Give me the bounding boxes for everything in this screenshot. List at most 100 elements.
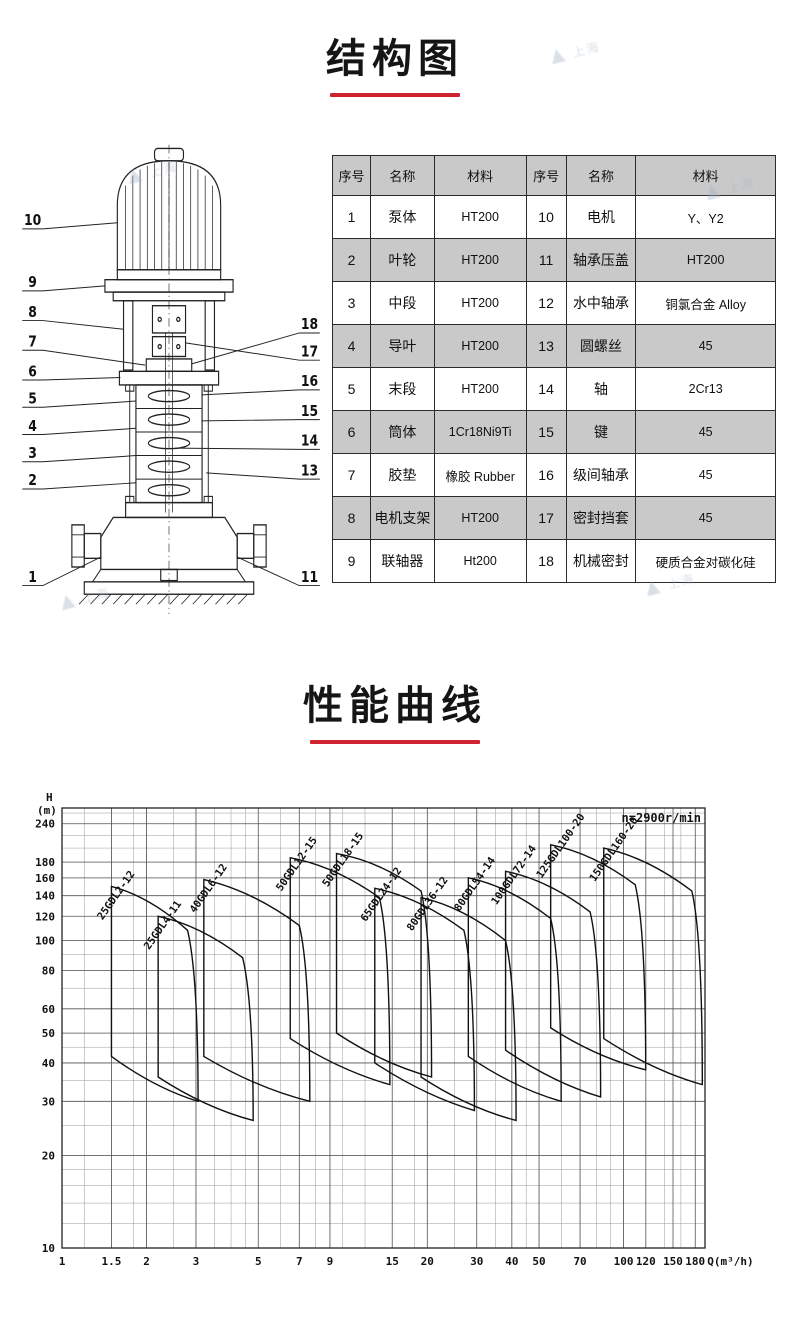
performance-title: 性能曲线 [303, 684, 487, 728]
callout-number: 13 [301, 462, 318, 479]
part-name-cell: 圆螺丝 [565, 324, 637, 368]
pump-curve-label: 100GDL72-14 [489, 843, 539, 907]
part-no-cell: 17 [525, 496, 567, 540]
y-axis-title: H [46, 791, 53, 804]
part-material-cell: HT200 [433, 367, 527, 411]
part-material-cell: 1Cr18Ni9Ti [433, 410, 527, 454]
callout-leader [237, 556, 320, 587]
callout-number: 11 [301, 569, 318, 586]
callout-leader [22, 285, 105, 292]
parts-table-header-cell: 材料 [433, 155, 527, 196]
part-no-cell: 13 [525, 324, 567, 368]
callout-number: 6 [28, 363, 37, 380]
callout-number: 5 [28, 390, 37, 407]
part-name-cell: 轴承压盖 [565, 238, 637, 282]
callout-leader [22, 349, 146, 366]
callout-number: 16 [301, 373, 318, 390]
callout-number: 9 [28, 274, 37, 291]
pump-curve-label: 25GDL4-11 [142, 898, 184, 951]
y-tick-label: 60 [42, 1003, 55, 1016]
x-tick-label: 70 [573, 1255, 586, 1268]
pump-drawing [71, 144, 267, 615]
stage-stack [135, 384, 203, 504]
part-material-cell: HT200 [433, 238, 527, 282]
pump-curve-envelope [603, 847, 704, 1086]
part-no-cell: 14 [525, 367, 567, 411]
part-material-cell: 45 [635, 410, 776, 454]
part-material-cell: 45 [635, 453, 776, 497]
y-tick-label: 20 [42, 1149, 55, 1162]
y-tick-label: 240 [35, 818, 55, 831]
part-name-cell: 胶垫 [369, 453, 435, 497]
x-tick-label: 15 [386, 1255, 399, 1268]
parts-table-header-row: 序号名称材料序号名称材料 [332, 155, 776, 196]
callout-leader [22, 400, 136, 408]
part-no-cell: 10 [525, 195, 567, 239]
x-tick-label: 40 [505, 1255, 518, 1268]
y-tick-label: 180 [35, 856, 55, 869]
parts-table-header-cell: 材料 [635, 155, 776, 196]
pump-curve-label: 150GDL160-20 [587, 815, 640, 884]
part-material-cell: HT200 [433, 496, 527, 540]
part-name-cell: 轴 [565, 367, 637, 411]
y-tick-label: 40 [42, 1057, 55, 1070]
motor-bracket [112, 291, 226, 371]
part-name-cell: 中段 [369, 281, 435, 325]
callout-number: 14 [301, 433, 318, 450]
callout-number: 7 [28, 334, 37, 351]
pump-curve-envelope [203, 878, 311, 1103]
x-tick-label: 180 [685, 1255, 705, 1268]
callout-number: 17 [301, 343, 318, 360]
part-no-cell: 6 [332, 410, 371, 454]
x-tick-label: 120 [636, 1255, 656, 1268]
pump-shaft [165, 332, 173, 513]
callout-number: 4 [28, 418, 37, 435]
callout-number: 15 [301, 403, 318, 420]
performance-section-header: 性能曲线 [0, 619, 790, 744]
title-underline [330, 93, 460, 97]
callout-leader [22, 455, 136, 463]
callout-leader [185, 342, 320, 361]
x-tick-label: 5 [255, 1255, 262, 1268]
title-underline [310, 740, 480, 744]
part-no-cell: 8 [332, 496, 371, 540]
part-no-cell: 15 [525, 410, 567, 454]
part-material-cell: 45 [635, 496, 776, 540]
parts-table-header-cell: 序号 [332, 155, 371, 196]
callout-leader [22, 320, 124, 330]
part-name-cell: 电机支架 [369, 496, 435, 540]
callout-number: 8 [28, 304, 37, 321]
structure-section-header: 结构图 [0, 0, 790, 97]
x-tick-label: 1.5 [102, 1255, 122, 1268]
callout-leader [191, 332, 320, 365]
part-name-cell: 叶轮 [369, 238, 435, 282]
part-material-cell: Ht200 [433, 539, 527, 583]
base-plate [78, 569, 255, 605]
y-axis-unit: (m) [37, 804, 57, 817]
plot-border [61, 807, 706, 1249]
pump-curve-envelope [467, 876, 562, 1103]
pump-curve-label: 40GDL6-12 [187, 862, 229, 915]
x-axis-title: Q(m³/h) [707, 1255, 753, 1268]
part-no-cell: 1 [332, 195, 371, 239]
part-name-cell: 级间轴承 [565, 453, 637, 497]
part-no-cell: 2 [332, 238, 371, 282]
part-no-cell: 9 [332, 539, 371, 583]
pump-curve-label: 125GDL100-20 [534, 811, 587, 880]
part-no-cell: 4 [332, 324, 371, 368]
part-name-cell: 键 [565, 410, 637, 454]
callout-leader [22, 377, 121, 381]
pump-curve-envelope [420, 896, 517, 1122]
part-no-cell: 11 [525, 238, 567, 282]
pump-curve-label: 50GDL18-15 [320, 831, 366, 890]
